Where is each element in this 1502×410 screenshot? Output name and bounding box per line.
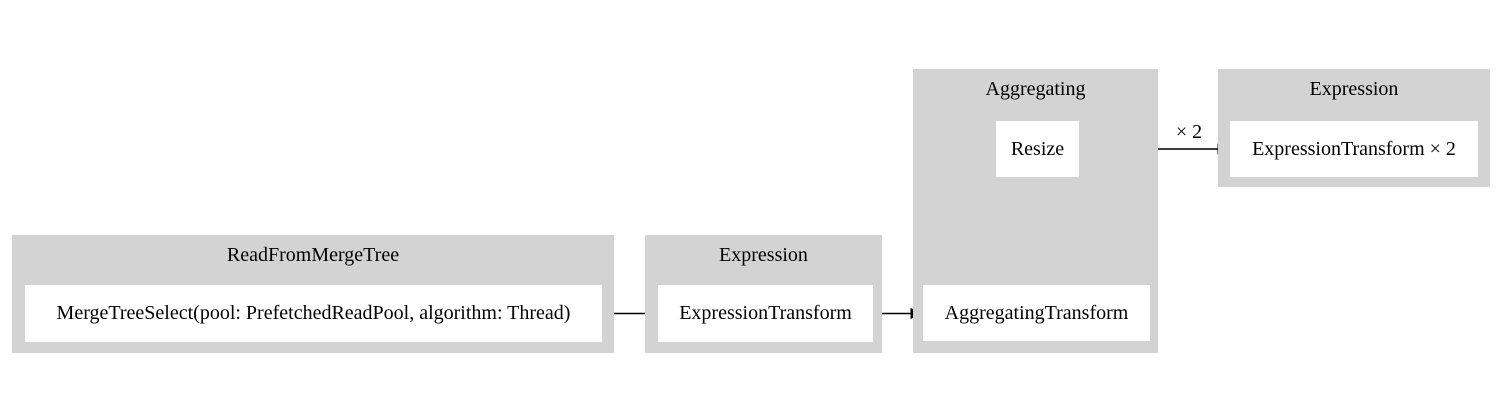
cluster-expression-2: Expression ExpressionTransform × 2 xyxy=(1218,69,1490,187)
cluster-title: ReadFromMergeTree xyxy=(226,244,400,266)
cluster-aggregating: Aggregating Resize AggregatingTransform xyxy=(913,69,1158,353)
cluster-read-from-merge-tree: ReadFromMergeTree MergeTreeSelect(pool: … xyxy=(12,235,614,353)
cluster-title: Expression xyxy=(1309,78,1399,100)
node-resize: Resize xyxy=(996,121,1079,177)
node-aggregatingtransform: AggregatingTransform xyxy=(923,285,1150,341)
cluster-expression-1: Expression ExpressionTransform xyxy=(645,235,882,353)
cluster-title: Aggregating xyxy=(985,78,1086,100)
node-mergetreeselect: MergeTreeSelect(pool: PrefetchedReadPool… xyxy=(25,285,602,342)
edge-multiplicity-label: × 2 xyxy=(1175,121,1203,143)
node-expressiontransform-x2: ExpressionTransform × 2 xyxy=(1230,121,1478,177)
cluster-title: Expression xyxy=(719,244,808,266)
node-expressiontransform: ExpressionTransform xyxy=(658,285,873,342)
